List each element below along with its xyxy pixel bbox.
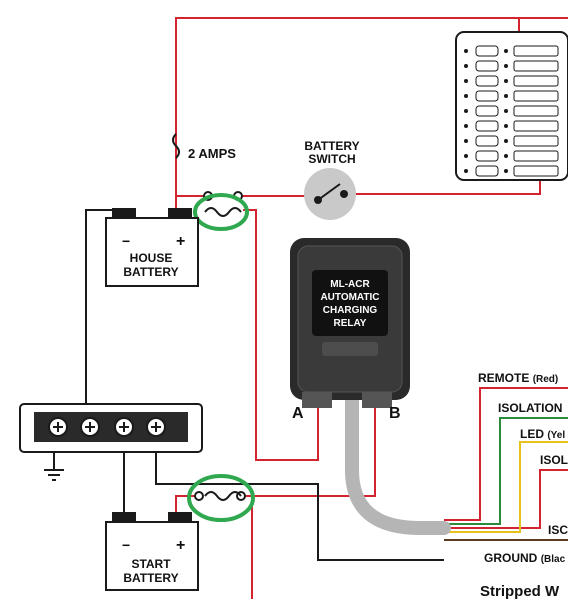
relay-label-1: ML-ACR [330, 279, 370, 290]
house-battery [105, 208, 199, 287]
screw-terminal-icon [146, 417, 166, 437]
bus-bar [19, 403, 203, 453]
panel-breaker-row [464, 105, 559, 117]
wire-label-led: LED (Yel [520, 427, 565, 441]
switch-panel [455, 31, 568, 181]
panel-breaker-row [464, 150, 559, 162]
panel-breaker-row [464, 45, 559, 57]
fuse-highlight [193, 193, 249, 231]
panel-breaker-row [464, 60, 559, 72]
relay-cable [345, 391, 451, 535]
start-fuse [187, 474, 255, 522]
yellow-wire [444, 441, 568, 533]
ground-icon [44, 469, 64, 481]
panel-breaker-row [464, 90, 559, 102]
house-fuse [193, 191, 249, 231]
relay-terminal-a: A [292, 405, 304, 422]
relay-terminal-b: B [389, 405, 401, 422]
start-battery [105, 512, 199, 591]
wire-label-isolation: ISOLATION [498, 401, 562, 415]
fuse-icon [204, 207, 242, 217]
panel-breaker-row [464, 75, 559, 87]
acr-relay [290, 238, 410, 408]
relay-label-3: CHARGING [323, 305, 378, 316]
start-battery-label-2: BATTERY [123, 571, 178, 585]
wire-label-isol: ISOL [540, 453, 568, 467]
panel-rows [464, 45, 559, 177]
switch-icon [317, 183, 341, 201]
house-battery-plus: + [176, 233, 185, 250]
wire-led-color: (Yel [547, 430, 565, 441]
wire-ground-color: (Blac [541, 554, 566, 565]
panel-breaker-row [464, 120, 559, 132]
screw-terminal-icon [80, 417, 100, 437]
panel-breaker-row [464, 135, 559, 147]
fuse-highlight [187, 474, 255, 522]
wire-label-isc: ISC [548, 523, 568, 537]
wire-label-remote: REMOTE (Red) [478, 371, 558, 385]
house-battery-label-2: BATTERY [123, 265, 178, 279]
relay-label-4: RELAY [334, 318, 367, 329]
fuse-icon [172, 133, 180, 159]
wire-remote-color: (Red) [533, 374, 559, 385]
battery-switch-label-1: BATTERY [304, 139, 359, 153]
fuse-icon [204, 491, 242, 501]
wire-label-ground: GROUND (Blac [484, 551, 566, 565]
footer-text: Stripped W [480, 583, 560, 599]
start-battery-plus: + [176, 537, 185, 554]
wire-ground-name: GROUND [484, 551, 538, 565]
house-battery-minus: − [122, 233, 130, 249]
battery-switch [304, 168, 356, 220]
screw-terminal-icon [48, 417, 68, 437]
fuse-label: 2 AMPS [188, 146, 236, 161]
wire-remote-name: REMOTE [478, 371, 529, 385]
wire-led-name: LED [520, 427, 544, 441]
relay-label-2: AUTOMATIC [320, 292, 379, 303]
start-battery-label-1: START [131, 557, 171, 571]
start-battery-minus: − [122, 537, 130, 553]
screw-terminal-icon [114, 417, 134, 437]
green-wire [444, 417, 568, 525]
panel-breaker-row [464, 165, 559, 177]
house-battery-label-1: HOUSE [130, 251, 173, 265]
battery-switch-label-2: SWITCH [308, 152, 355, 166]
